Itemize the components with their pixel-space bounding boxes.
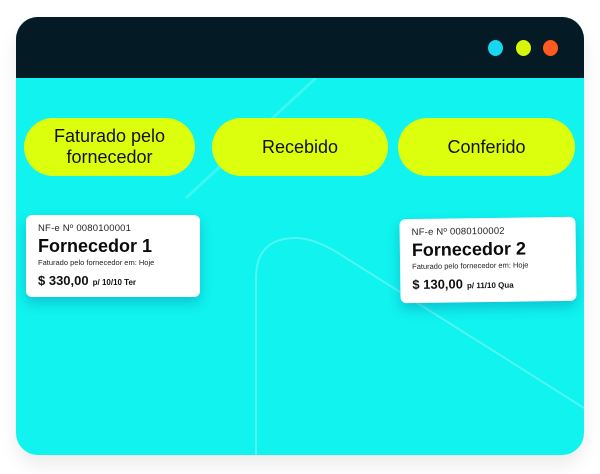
- window-control-orange-icon[interactable]: [543, 40, 558, 56]
- window-control-cyan-icon[interactable]: [488, 40, 503, 56]
- invoice-card-fornecedor-2[interactable]: NF-e Nº 0080100002 Fornecedor 2 Faturado…: [399, 216, 577, 304]
- supplier-name: Fornecedor 1: [38, 236, 153, 256]
- window-titlebar: [16, 17, 584, 78]
- invoice-amount: $ 330,00: [38, 273, 89, 288]
- kanban-board: Faturado pelo fornecedor Recebido Confer…: [16, 78, 584, 455]
- due-date: p/ 11/10 Qua: [466, 280, 514, 291]
- invoice-card-fornecedor-1[interactable]: NF-e Nº 0080100001 Fornecedor 1 Faturado…: [26, 215, 200, 297]
- column-header-recebido[interactable]: Recebido: [212, 118, 388, 176]
- invoice-amount: $ 130,00: [412, 276, 464, 293]
- column-label: Conferido: [447, 136, 526, 157]
- column-label-line2: fornecedor: [66, 147, 153, 167]
- invoice-number: NF-e Nº 0080100001: [38, 223, 132, 234]
- column-label: Recebido: [261, 136, 339, 157]
- amount-row: $ 330,00 p/ 10/10 Ter: [38, 273, 188, 288]
- supplier-name: Fornecedor 2: [411, 238, 527, 261]
- billed-status: Faturado pelo fornecedor em: Hoje: [412, 260, 529, 272]
- due-date: p/ 10/10 Ter: [92, 278, 137, 287]
- column-header-conferido[interactable]: Conferido: [398, 118, 575, 176]
- column-label-line1: Faturado pelo: [53, 126, 166, 146]
- amount-row: $ 130,00 p/ 11/10 Qua: [412, 275, 564, 292]
- app-window: Faturado pelo fornecedor Recebido Confer…: [16, 17, 584, 455]
- billed-status: Faturado pelo fornecedor em: Hoje: [38, 258, 155, 267]
- window-control-lime-icon[interactable]: [516, 40, 531, 56]
- column-header-faturado[interactable]: Faturado pelo fornecedor: [24, 118, 195, 176]
- invoice-number: NF-e Nº 0080100002: [411, 225, 505, 239]
